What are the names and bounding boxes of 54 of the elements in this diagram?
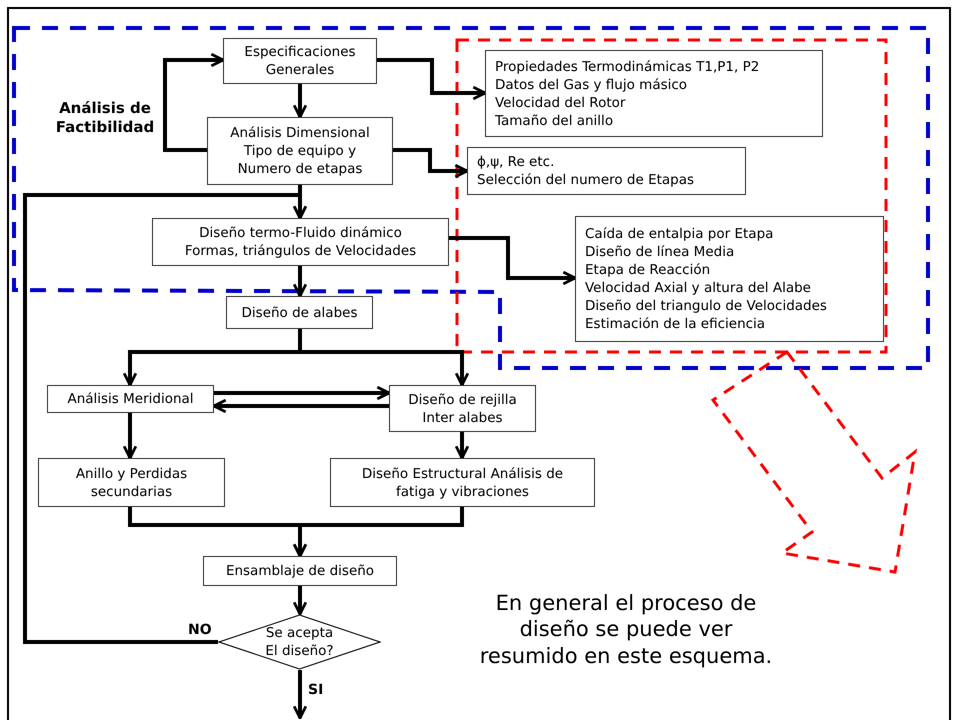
process-box bbox=[38, 458, 225, 507]
box-text: Velocidad Axial y altura del Alabe bbox=[585, 279, 811, 297]
section-label: Análisis de Factibilidad bbox=[54, 99, 156, 136]
box-text: Propiedades Termodinámicas T1,P1, P2 bbox=[495, 58, 760, 76]
arrow bbox=[122, 413, 138, 460]
arrow bbox=[292, 586, 308, 616]
decision-diamond bbox=[218, 614, 381, 670]
process-box bbox=[207, 117, 393, 185]
box-text: Diseño de línea Media bbox=[585, 243, 734, 261]
box-text: Datos del Gas y flujo másico bbox=[495, 76, 688, 94]
process-box bbox=[226, 296, 373, 329]
edge-label: NO bbox=[188, 622, 212, 638]
box-text: Diseño de alabes bbox=[242, 304, 358, 322]
process-box bbox=[389, 385, 536, 432]
arrow bbox=[292, 507, 464, 558]
arrow bbox=[454, 432, 470, 460]
process-box bbox=[203, 556, 397, 586]
process-box bbox=[47, 385, 214, 413]
box-text: Especificaciones Generales bbox=[243, 43, 357, 79]
box-text: Diseño termo-Fluido dinámico Formas, triángulos de Velocidades bbox=[184, 224, 416, 260]
process-box bbox=[223, 38, 377, 84]
process-box bbox=[467, 147, 746, 195]
process-box bbox=[330, 458, 595, 507]
box-text: Caída de entalpia por Etapa bbox=[585, 225, 774, 243]
box-text: Ensamblaje de diseño bbox=[226, 562, 374, 580]
arrow bbox=[377, 58, 486, 100]
question-text: Se acepta El diseño? bbox=[264, 624, 335, 660]
arrow bbox=[163, 52, 224, 152]
edge-label: SI bbox=[308, 682, 324, 698]
box-text: Análisis Meridional bbox=[67, 390, 194, 408]
arrow bbox=[393, 148, 468, 178]
box-text: Diseño Estructural Análisis de fatiga y vibraciones bbox=[360, 464, 564, 500]
box-text: ϕ,ψ, Re etc. bbox=[477, 153, 554, 171]
arrow bbox=[292, 266, 308, 298]
arrow bbox=[23, 193, 308, 644]
box-text: Análisis Dimensional Tipo de equipo y Numero de etapas bbox=[229, 124, 371, 178]
process-box bbox=[575, 216, 884, 342]
box-text: Velocidad del Rotor bbox=[495, 94, 626, 112]
box-text: Estimación de la eficiencia bbox=[585, 315, 766, 333]
process-box bbox=[152, 218, 449, 266]
process-box bbox=[485, 50, 823, 137]
box-text: Selección del numero de Etapas bbox=[477, 171, 694, 189]
arrow bbox=[292, 670, 308, 720]
box-text: Tamaño del anillo bbox=[495, 112, 614, 130]
arrow bbox=[449, 236, 576, 286]
arrow bbox=[212, 398, 389, 414]
box-text: Anillo y Perdidas secundarias bbox=[74, 464, 188, 500]
box-text: Etapa de Reacción bbox=[585, 261, 710, 279]
arrow bbox=[292, 84, 308, 118]
arrow bbox=[214, 386, 390, 400]
box-text: Diseño de rejilla Inter alabes bbox=[407, 390, 518, 426]
box-text: Diseño del triangulo de Velocidades bbox=[585, 297, 827, 315]
caption-text: En general el proceso de diseño se puede ver resumido en este esquema. bbox=[478, 590, 774, 669]
arrow bbox=[298, 329, 470, 386]
